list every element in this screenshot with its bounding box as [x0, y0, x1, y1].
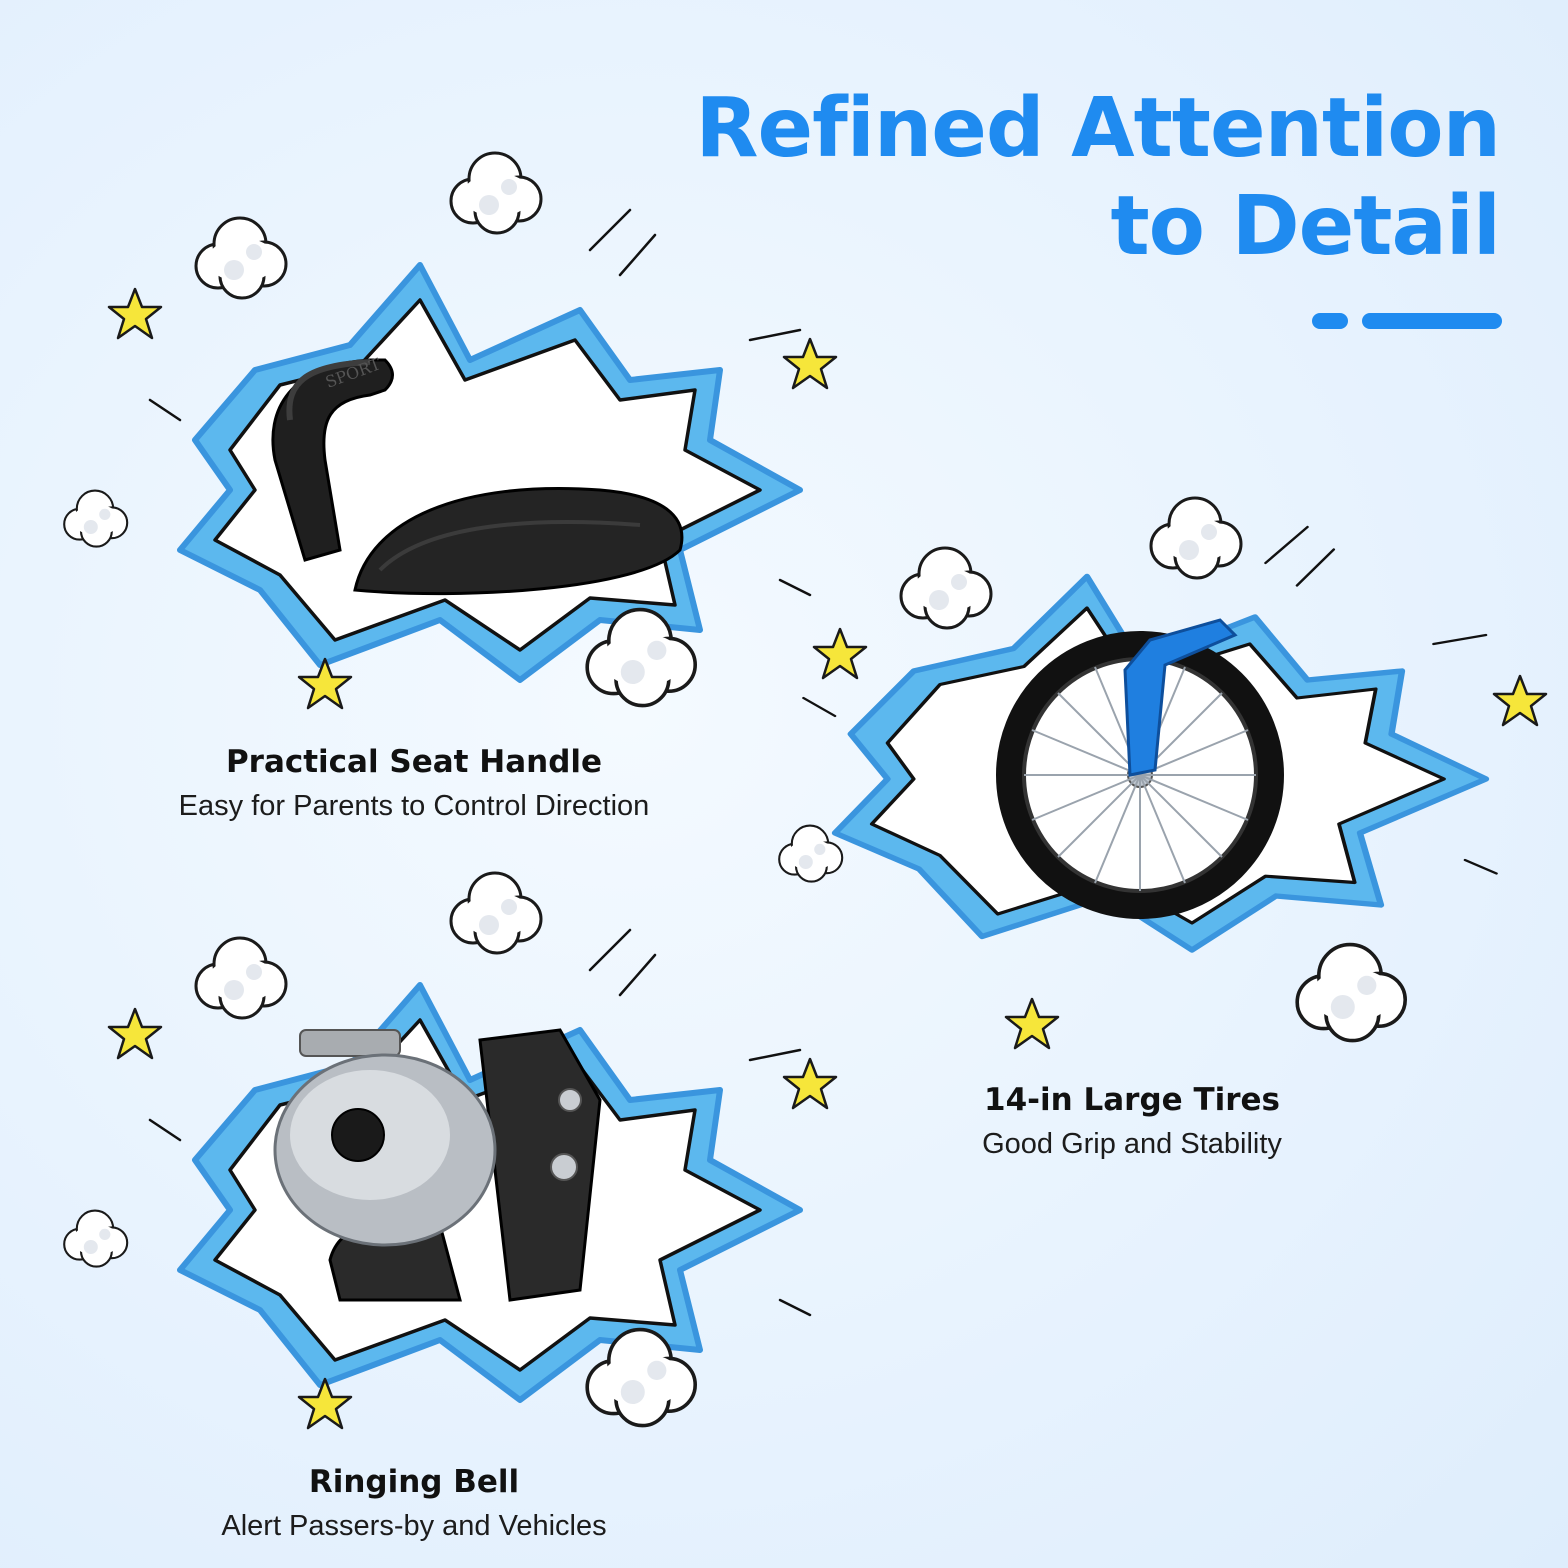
- page-title: Refined Attention to Detail: [695, 80, 1501, 276]
- tire-burst: [778, 496, 1548, 1050]
- star-icon: [107, 1007, 163, 1060]
- star-icon: [297, 657, 353, 710]
- cloud-icon: [63, 1209, 129, 1268]
- cloud-icon: [1149, 496, 1243, 580]
- cloud-icon: [899, 546, 993, 630]
- star-icon: [782, 337, 838, 390]
- accent-bar-short: [1312, 313, 1348, 329]
- accent-bar-long: [1362, 313, 1502, 329]
- cloud-icon: [449, 871, 543, 955]
- cloud-icon: [194, 936, 288, 1020]
- bell-caption: Ringing Bell Alert Passers-by and Vehicl…: [94, 1462, 734, 1546]
- bell-burst: [63, 871, 838, 1430]
- star-icon: [297, 1377, 353, 1430]
- tire-subtitle: Good Grip and Stability: [982, 1128, 1282, 1160]
- star-icon: [1492, 674, 1548, 727]
- cloud-icon: [1295, 942, 1407, 1043]
- title-line-2: to Detail: [1110, 179, 1501, 274]
- seat-subtitle: Easy for Parents to Control Direction: [178, 790, 650, 822]
- title-line-1: Refined Attention: [695, 81, 1501, 176]
- bell-title: Ringing Bell: [308, 1464, 520, 1500]
- seat-title: Practical Seat Handle: [225, 744, 603, 780]
- star-icon: [107, 287, 163, 340]
- star-icon: [812, 627, 868, 680]
- star-icon: [782, 1057, 838, 1110]
- bell-icon: [273, 1028, 602, 1302]
- seat-burst: SPORT: [63, 151, 838, 710]
- tire-title: 14-in Large Tires: [984, 1082, 1280, 1118]
- cloud-icon: [194, 216, 288, 300]
- cloud-icon: [63, 489, 129, 548]
- tire-caption: 14-in Large Tires Good Grip and Stabilit…: [812, 1080, 1452, 1164]
- bell-subtitle: Alert Passers-by and Vehicles: [221, 1510, 607, 1542]
- cloud-icon: [449, 151, 543, 235]
- star-icon: [1004, 997, 1060, 1050]
- seat-caption: Practical Seat Handle Easy for Parents t…: [94, 742, 734, 826]
- wheel-icon: [996, 618, 1284, 919]
